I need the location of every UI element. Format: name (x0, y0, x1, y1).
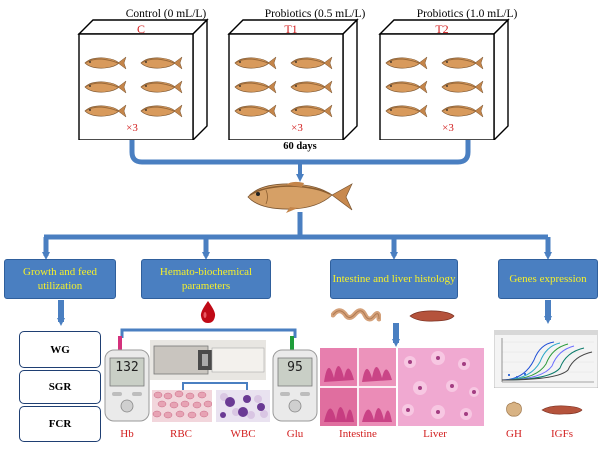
replicates-t1: ×3 (291, 122, 303, 134)
hemato-bracket (120, 328, 297, 338)
caption-wbc: WBC (230, 428, 256, 440)
tank-header-control: Control (0 mL/L) (125, 8, 207, 20)
igf-liver-icon (541, 405, 583, 415)
replicates-c: ×3 (126, 122, 138, 134)
blood-drop-icon (200, 301, 216, 323)
caption-gh: GH (506, 428, 522, 440)
hb-meter-reading: 132 (115, 360, 139, 375)
caption-liver: Liver (423, 428, 447, 440)
tank-label-t2: T2 (435, 22, 449, 36)
tank-header-t2: Probiotics (1.0 mL/L) (416, 8, 518, 20)
caption-hb: Hb (120, 428, 134, 440)
central-fish-illustration (247, 181, 353, 213)
tank-label-c: C (136, 22, 145, 36)
metric-fcr: FCR (19, 406, 101, 442)
tanks-group (0, 0, 600, 140)
caption-glu: Glu (286, 428, 304, 440)
tank-label-t1: T1 (284, 22, 298, 36)
branch-genes: Genes expression (498, 259, 598, 299)
qpcr-amplification-plot (494, 330, 598, 388)
test-strip-photo (150, 340, 266, 380)
caption-rbc: RBC (169, 428, 192, 440)
branch-histology: Intestine and liver histology (330, 259, 458, 299)
tank-header-t1: Probiotics (0.5 mL/L) (264, 8, 366, 20)
wbc-smear-image (216, 390, 270, 422)
liver-histology-image (398, 348, 484, 426)
intestine-histology-image (320, 348, 396, 426)
liver-organ-icon (409, 310, 455, 322)
blood-sub-bracket (182, 382, 248, 390)
caption-igfs: IGFs (550, 428, 573, 440)
branch-growth: Growth and feed utilization (4, 259, 116, 299)
glu-meter-reading: 95 (287, 360, 303, 375)
rbc-smear-image (152, 390, 212, 422)
branch-hemato: Hemato-biochemical parameters (141, 259, 271, 299)
replicates-t2: ×3 (442, 122, 454, 134)
metric-wg: WG (19, 331, 101, 368)
intestine-organ-icon (331, 308, 381, 322)
metric-sgr: SGR (19, 370, 101, 404)
hb-meter-illustration (104, 336, 150, 422)
gh-pituitary-icon (506, 401, 522, 417)
glu-meter-illustration (272, 336, 318, 422)
caption-intestine: Intestine (339, 428, 377, 440)
duration-label: 60 days (283, 141, 317, 152)
